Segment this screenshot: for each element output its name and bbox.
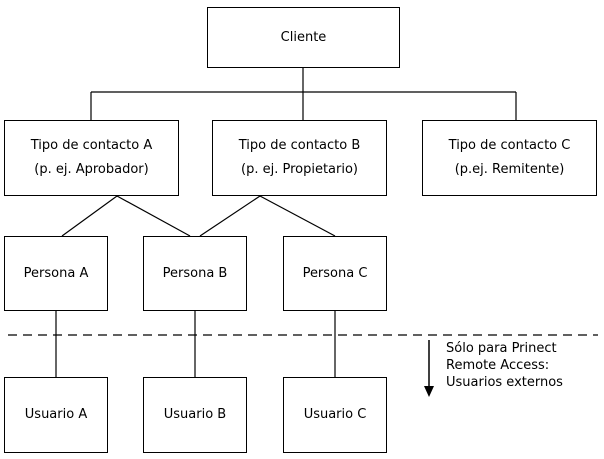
person-b-label: Persona B [162, 265, 228, 281]
user-a-box: Usuario A [4, 377, 108, 453]
note-line-1: Sólo para Prinect [446, 341, 557, 356]
person-b-box: Persona B [143, 236, 247, 311]
contact-type-a-box: Tipo de contacto A (p. ej. Aprobador) [4, 120, 179, 196]
root-box-cliente: Cliente [207, 7, 400, 68]
contact-type-b-example: (p. ej. Propietario) [241, 162, 358, 177]
user-b-label: Usuario B [163, 407, 227, 422]
external-users-note: Sólo para Prinect Remote Access: Usuario… [446, 340, 576, 391]
down-arrow-icon [424, 340, 434, 397]
user-a-label: Usuario A [24, 407, 88, 422]
contact-type-c-example: (p.ej. Remitente) [454, 162, 565, 177]
contact-type-b-box: Tipo de contacto B (p. ej. Propietario) [212, 120, 387, 196]
connector-type-a-person-b [116, 195, 191, 237]
contact-type-b-title: Tipo de contacto B [238, 138, 361, 153]
contact-type-a-title: Tipo de contacto A [30, 138, 153, 153]
note-line-2: Remote Access: [446, 358, 550, 373]
note-line-3: Usuarios externos [446, 375, 563, 390]
contact-type-a-example: (p. ej. Aprobador) [34, 162, 149, 177]
person-a-box: Persona A [4, 236, 108, 311]
root-label: Cliente [280, 29, 327, 45]
person-c-box: Persona C [283, 236, 387, 311]
person-a-label: Persona A [23, 265, 89, 281]
connector-type-a-person-a [61, 195, 118, 237]
connector-type-b-person-b [199, 195, 261, 237]
connector-type-b-person-c [259, 195, 336, 237]
user-b-box: Usuario B [143, 377, 247, 453]
user-c-box: Usuario C [283, 377, 387, 453]
contact-type-c-box: Tipo de contacto C (p.ej. Remitente) [422, 120, 597, 196]
contact-type-c-title: Tipo de contacto C [448, 138, 571, 153]
user-c-label: Usuario C [303, 407, 367, 422]
person-c-label: Persona C [302, 265, 368, 281]
